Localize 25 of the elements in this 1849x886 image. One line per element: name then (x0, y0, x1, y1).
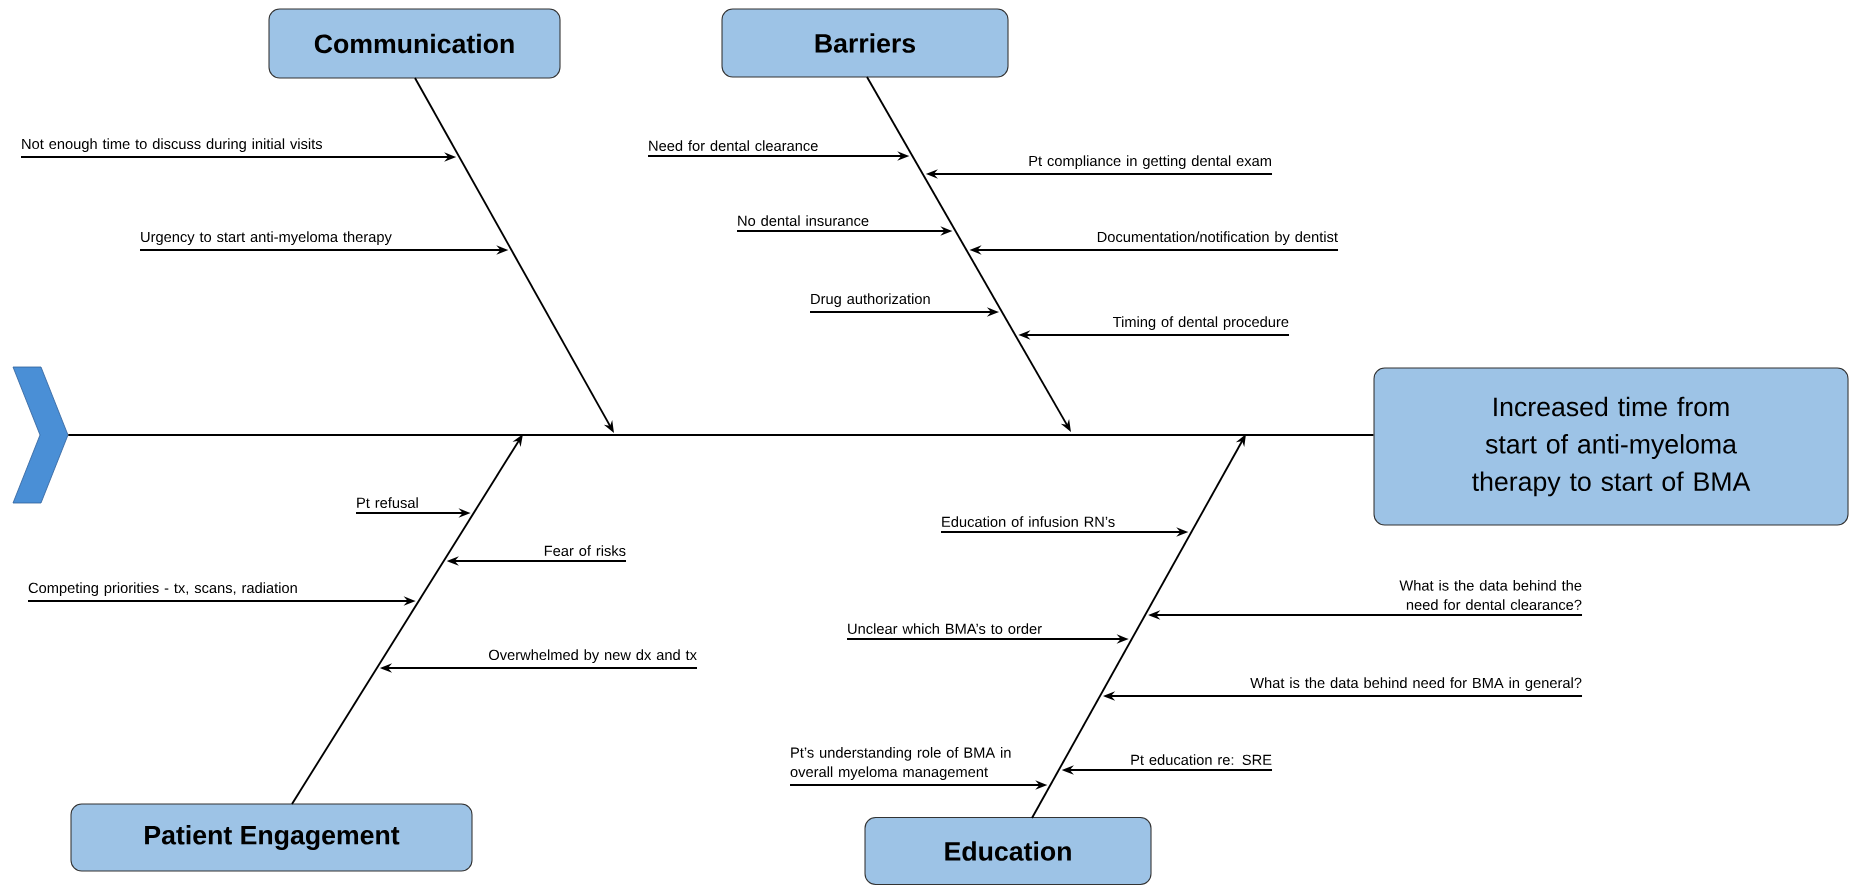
cause-label: Competing priorities - tx, scans, radiation (28, 582, 297, 596)
cause-label: Overwhelmed by new dx and tx (489, 649, 697, 663)
cause-label: Timing of dental procedure (1113, 316, 1289, 330)
cause-label: Pt education re: SRE (1131, 754, 1272, 765)
category-box: Communication (268, 8, 561, 79)
cause-label: Pt compliance in getting dental exam (1029, 155, 1271, 169)
cause-label: Education of infusion RN’s (942, 516, 1115, 527)
category-box: Education (864, 816, 1152, 886)
cause-label: Fear of risks (544, 545, 626, 556)
cause-label: Documentation/notification by dentist (1097, 231, 1338, 245)
cause-label: No dental insurance (738, 215, 869, 226)
category-box: Patient Engagement (70, 803, 473, 872)
cause-label: Pt refusal (357, 497, 418, 508)
cause-label: Pt’s understanding role of BMA in overall myeloma management (790, 747, 1011, 780)
effect-box: Increased time from start of anti-myeloma therapy to start of BMA (1373, 367, 1849, 526)
cause-label: What is the data behind the need for dental clearance? (1399, 579, 1582, 610)
cause-label: Urgency to start anti-myeloma therapy (141, 231, 392, 245)
cause-label: Unclear which BMA’s to order (848, 623, 1042, 634)
cause-label: Drug authorization (811, 293, 930, 307)
cause-label: What is the data behind need for BMA in general? (1250, 677, 1582, 691)
chevron-shape (12, 366, 69, 504)
category-box: Barriers (721, 8, 1009, 78)
cause-label: Need for dental clearance (649, 140, 818, 151)
spine-line (67, 434, 1375, 436)
cause-label: Not enough time to discuss during initial visits (22, 138, 323, 152)
